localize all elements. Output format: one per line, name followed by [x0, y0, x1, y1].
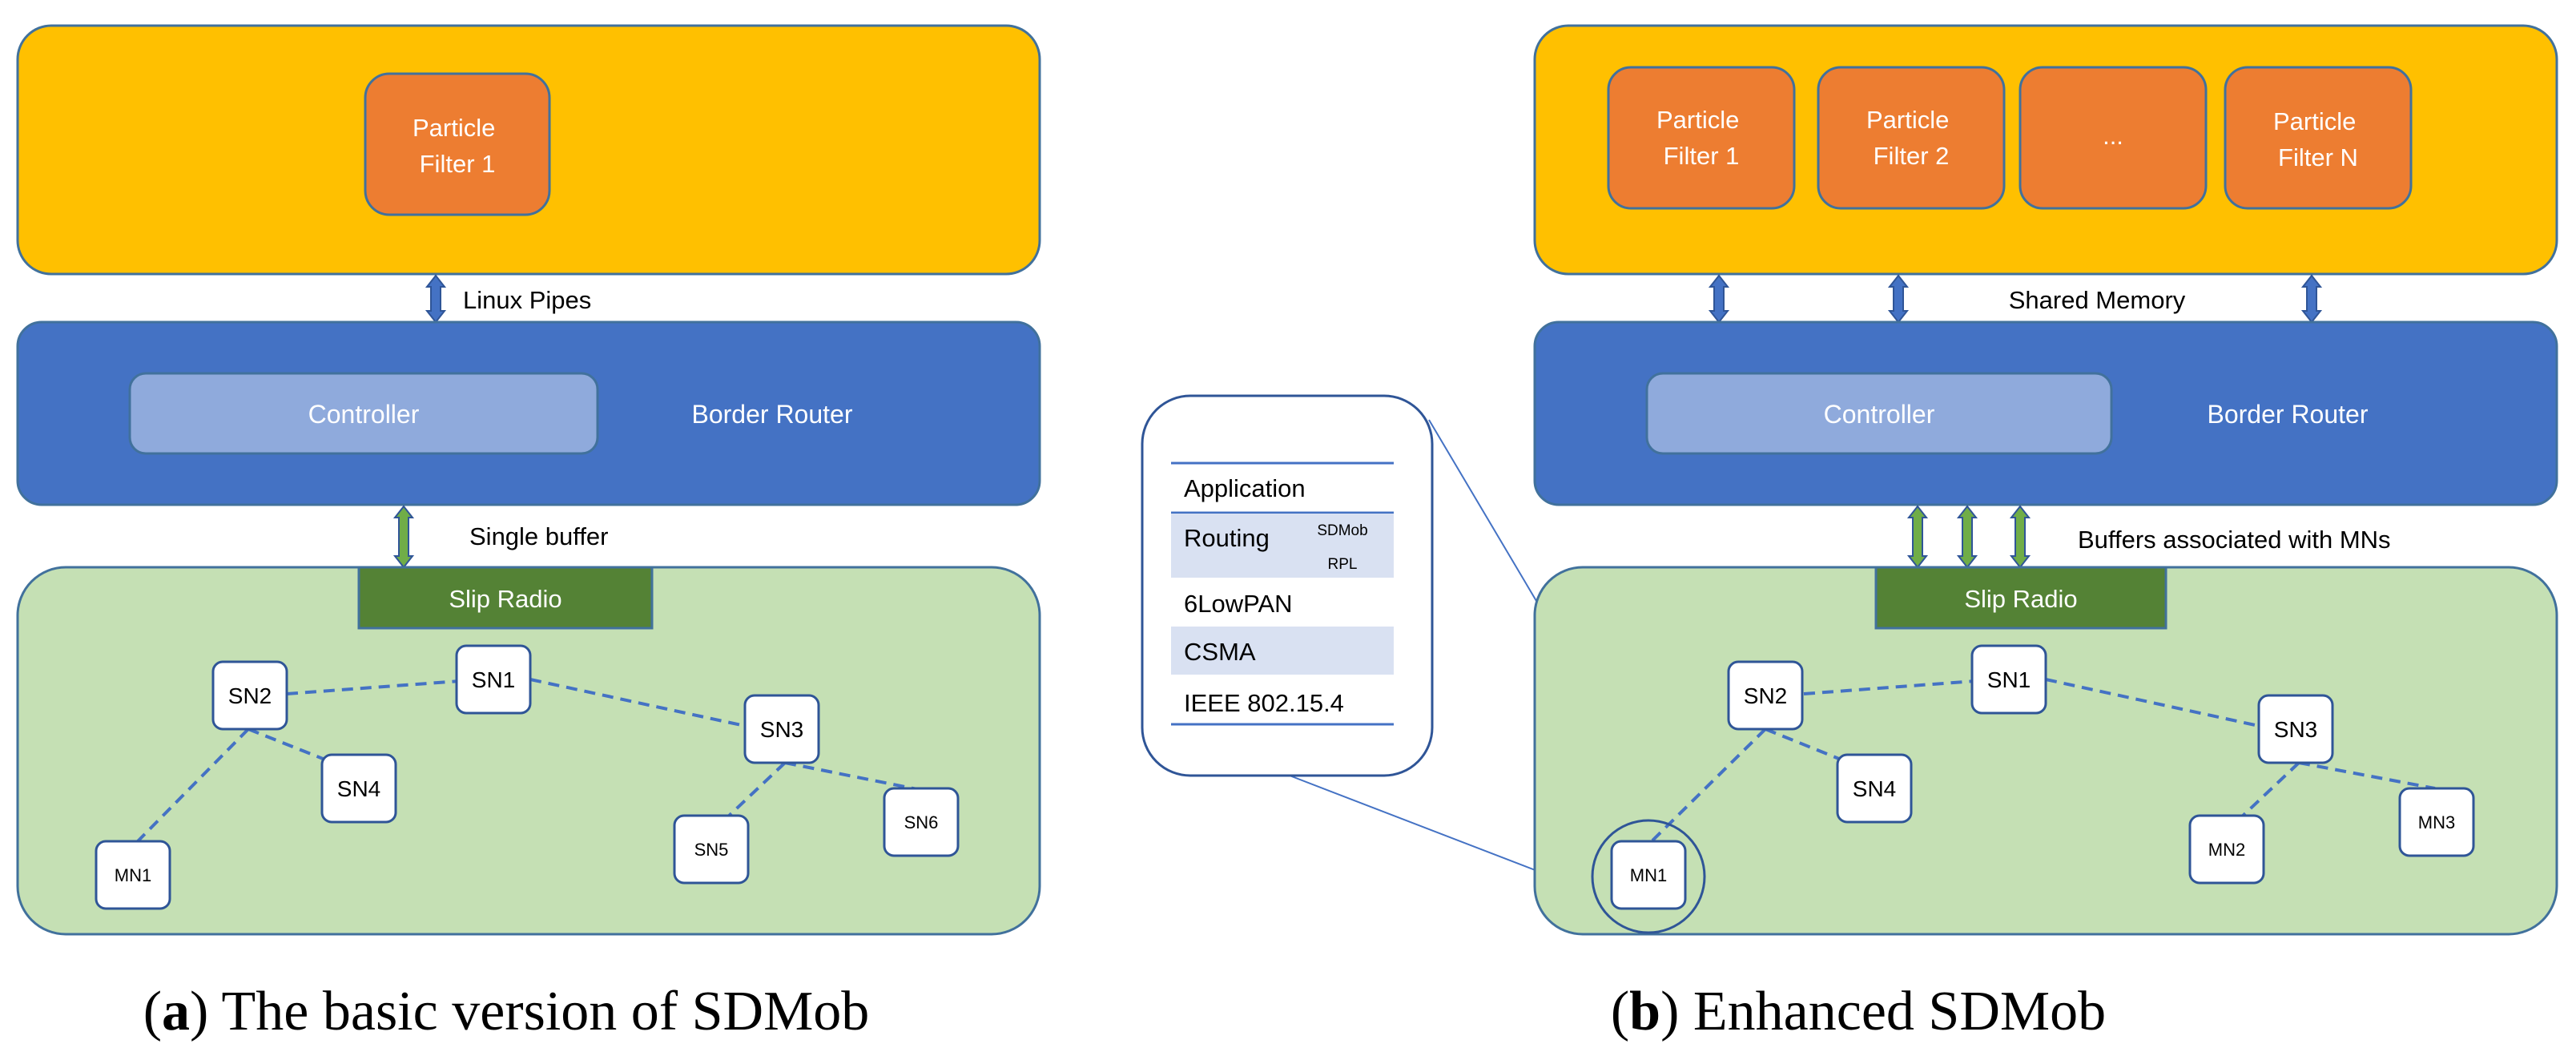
single-buffer-arrow: [392, 505, 415, 569]
svg-text:SN2: SN2: [1744, 683, 1787, 708]
svg-text:SN2: SN2: [228, 683, 272, 708]
mn-buffer-arrow-3: [2009, 505, 2031, 569]
double-arrow-shape: [1906, 505, 1929, 569]
svg-text:MN3: MN3: [2418, 812, 2455, 832]
slip-radio-box-b: [1874, 566, 2167, 630]
controller-box: [128, 372, 599, 455]
stack-layer-csma: CSMA: [1184, 638, 1256, 666]
shared-memory-label: Shared Memory: [2009, 286, 2186, 314]
caption-a-close: ): [190, 981, 222, 1042]
svg-text:MN1: MN1: [115, 865, 151, 885]
node-sn4: SN4: [320, 753, 397, 824]
node-mn1-b: MN1: [1591, 819, 1706, 934]
double-arrow-shape: [392, 505, 415, 569]
double-arrow-shape: [1956, 505, 1978, 569]
caption-b-text: Enhanced SDMob: [1693, 981, 2106, 1042]
svg-text:SN3: SN3: [2274, 717, 2317, 742]
stack-layer-6lowpan: 6LowPAN: [1184, 590, 1293, 618]
routing-tag-rpl: RPL: [1328, 556, 1358, 573]
stack-layer-application: Application: [1184, 474, 1306, 502]
svg-text:SN1: SN1: [1987, 667, 2031, 692]
shared-memory-arrow-2: [1887, 274, 1910, 324]
stack-layer-ieee: IEEE 802.15.4: [1184, 689, 1344, 717]
node-sn2-b: SN2: [1727, 660, 1804, 731]
caption-b-open: (: [1611, 981, 1629, 1042]
node-mn1: MN1: [95, 840, 171, 910]
double-arrow-shape: [1887, 274, 1910, 324]
caption-b-close: ): [1660, 981, 1693, 1042]
panel-basic-sdmob: Particle Filter 1 Linux Pipes Controller…: [16, 24, 1041, 1042]
single-buffer-label: Single buffer: [469, 522, 609, 550]
controller-box-b: [1645, 372, 2113, 455]
slip-radio-box: [357, 566, 654, 630]
mn-buffer-arrow-2: [1956, 505, 1978, 569]
border-router-label-b: Border Router: [2208, 400, 2369, 429]
svg-text:MN2: MN2: [2208, 840, 2245, 860]
caption-a-letter: a: [162, 981, 190, 1042]
caption-b-letter: b: [1629, 981, 1660, 1042]
particle-filter-2-b: Particle Filter 2: [1817, 66, 2006, 210]
node-sn3: SN3: [743, 694, 820, 764]
particle-filter-label-line1: Particle: [413, 114, 495, 142]
node-sn3-b: SN3: [2257, 694, 2334, 764]
routing-tag-sdmob: SDMob: [1317, 522, 1367, 539]
caption-a-open: (: [143, 981, 162, 1042]
protocol-stack-box: [1141, 394, 1434, 777]
panel-enhanced-sdmob: Particle Filter 1 Particle Filter 2 ... …: [1533, 24, 2558, 1042]
svg-text:SN6: SN6: [904, 812, 939, 832]
node-sn4-b: SN4: [1836, 753, 1913, 824]
node-sn1-b: SN1: [1970, 644, 2047, 715]
caption-b: (b) Enhanced SDMob: [1611, 981, 2106, 1042]
shared-memory-arrow-1: [1708, 274, 1730, 324]
svg-text:SN3: SN3: [760, 717, 803, 742]
svg-text:SN1: SN1: [472, 667, 515, 692]
controller-label-b: Controller: [1824, 400, 1935, 429]
svg-text:SN4: SN4: [337, 776, 380, 801]
node-mn3-b: MN3: [2398, 787, 2475, 857]
node-sn6: SN6: [883, 787, 960, 857]
stack-layer-routing: Routing: [1184, 524, 1270, 552]
shared-memory-arrow-3: [2300, 274, 2323, 324]
svg-text:SN5: SN5: [694, 840, 729, 860]
protocol-stack-callout: Application Routing SDMob RPL 6LowPAN CS…: [1141, 394, 1675, 900]
particle-filter-n-b: Particle Filter N: [2224, 66, 2413, 210]
caption-a: (a) The basic version of SDMob: [143, 981, 870, 1042]
node-sn5: SN5: [673, 814, 750, 885]
svg-text:...: ...: [2103, 122, 2123, 150]
svg-text:Particle Filter 1: Particle Filter 1: [1656, 106, 1746, 170]
slip-radio-label-b: Slip Radio: [1964, 585, 2077, 613]
caption-a-text: The basic version of SDMob: [222, 981, 870, 1042]
particle-filter-1-b: Particle Filter 1: [1607, 66, 1796, 210]
particle-filter-ellipsis-b: ...: [2019, 66, 2208, 210]
mn-buffer-arrow-1: [1906, 505, 1929, 569]
linux-pipes-label: Linux Pipes: [463, 286, 591, 314]
particle-filter-label: Particle Filter 1: [413, 114, 502, 178]
svg-text:MN1: MN1: [1630, 865, 1667, 885]
svg-text:Particle Filter 2: Particle Filter 2: [1866, 106, 1956, 170]
particle-filter-box: [364, 72, 551, 216]
node-sn2: SN2: [211, 660, 288, 731]
double-arrow-shape: [425, 274, 447, 324]
svg-text:SN4: SN4: [1853, 776, 1896, 801]
slip-radio-label: Slip Radio: [449, 585, 561, 613]
controller-label: Controller: [308, 400, 420, 429]
svg-text:Particle Filter N: Particle Filter N: [2273, 107, 2363, 171]
double-arrow-shape: [2009, 505, 2031, 569]
node-mn2-b: MN2: [2188, 814, 2265, 885]
double-arrow-shape: [1708, 274, 1730, 324]
particle-filter-label-line2: Filter 1: [420, 150, 496, 178]
linux-pipes-arrow: [425, 274, 447, 324]
border-router-label: Border Router: [692, 400, 853, 429]
node-sn1: SN1: [455, 644, 532, 715]
double-arrow-shape: [2300, 274, 2323, 324]
mn1-highlight-circle: [1591, 819, 1706, 934]
mn-buffers-label: Buffers associated with MNs: [2078, 526, 2391, 554]
